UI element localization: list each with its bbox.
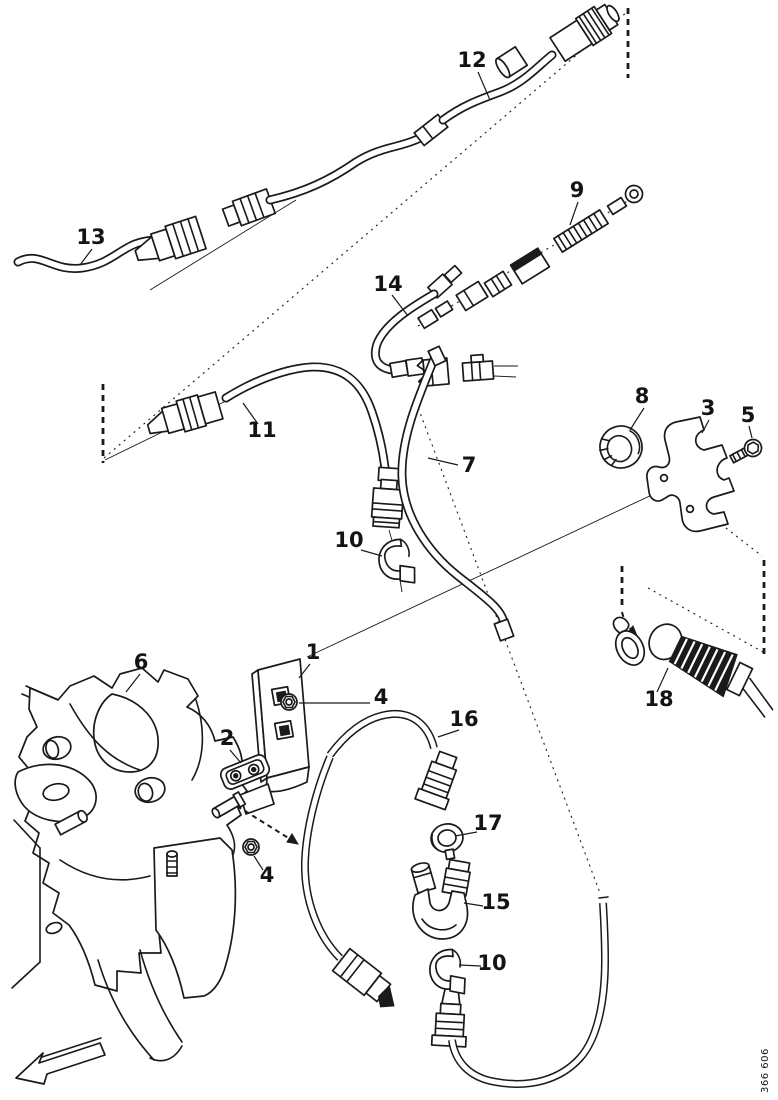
plate-2 (219, 754, 271, 790)
cable-12 (265, 3, 620, 205)
cable-13 (13, 188, 277, 273)
callout-3: 3 (701, 396, 716, 420)
callout-2: 2 (220, 726, 235, 750)
callout-15: 15 (481, 890, 510, 914)
bracket-1 (211, 658, 310, 819)
callout-8: 8 (635, 384, 650, 408)
clip-10-upper (378, 538, 416, 584)
callout-7: 7 (462, 453, 477, 477)
reference-frame-lines (101, 8, 766, 894)
hose-7 (397, 345, 515, 642)
bracket-6 (11, 667, 248, 1062)
nut-4-lower (242, 838, 260, 856)
callout-16: 16 (449, 707, 478, 731)
cable-9 (417, 184, 644, 330)
callout-9: 9 (570, 178, 585, 202)
nut-4-upper (280, 693, 298, 711)
callout-14: 14 (373, 272, 402, 296)
callout-5: 5 (741, 403, 756, 427)
cable-14 (370, 264, 518, 387)
callout-13: 13 (76, 225, 105, 249)
boot-18 (612, 616, 774, 718)
callout-17: 17 (473, 811, 502, 835)
stud-alignment-arrow (236, 805, 299, 845)
leader-lines (79, 71, 753, 967)
grommet-8 (599, 425, 643, 469)
clip-17 (430, 823, 464, 861)
callout-10: 10 (334, 528, 363, 552)
hose-16 (300, 709, 610, 1088)
direction-arrow (15, 1037, 106, 1085)
screw-5 (729, 438, 763, 464)
callout-18: 18 (644, 687, 673, 711)
clip-10-lower (429, 948, 466, 995)
callout-6: 6 (134, 650, 149, 674)
callout-10: 10 (477, 951, 506, 975)
connector-15 (410, 858, 471, 940)
callout-11: 11 (247, 418, 276, 442)
cable-11 (146, 362, 405, 593)
figure-number: 366 606 (760, 1048, 771, 1093)
callout-4: 4 (374, 685, 389, 709)
bracket-3 (646, 416, 735, 533)
callout-4: 4 (260, 863, 275, 887)
callout-1: 1 (306, 640, 321, 664)
callout-12: 12 (457, 48, 486, 72)
